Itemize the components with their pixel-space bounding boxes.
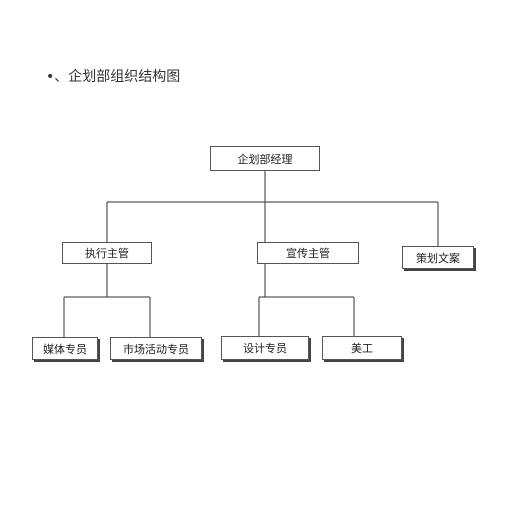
node-media-specialist: 媒体专员 [32,337,98,360]
node-design-specialist: 设计专员 [221,336,309,360]
node-market-event-specialist-label: 市场活动专员 [123,342,189,356]
node-design-specialist-label: 设计专员 [243,342,287,355]
node-promo-supervisor-label: 宣传主管 [286,247,330,260]
node-planning-copy: 策划文案 [402,246,474,269]
node-art-designer-label: 美工 [351,342,373,355]
node-planning-copy-label: 策划文案 [416,251,460,265]
node-manager: 企划部经理 [210,146,320,171]
node-market-event-specialist: 市场活动专员 [110,337,202,360]
node-art-designer: 美工 [322,336,402,360]
node-exec-supervisor-label: 执行主管 [85,247,129,260]
node-media-specialist-label: 媒体专员 [43,342,87,356]
page-heading: •、企划部组织结构图 [46,69,181,85]
node-promo-supervisor: 宣传主管 [257,242,359,264]
node-manager-label: 企划部经理 [237,152,293,166]
node-exec-supervisor: 执行主管 [62,242,152,264]
